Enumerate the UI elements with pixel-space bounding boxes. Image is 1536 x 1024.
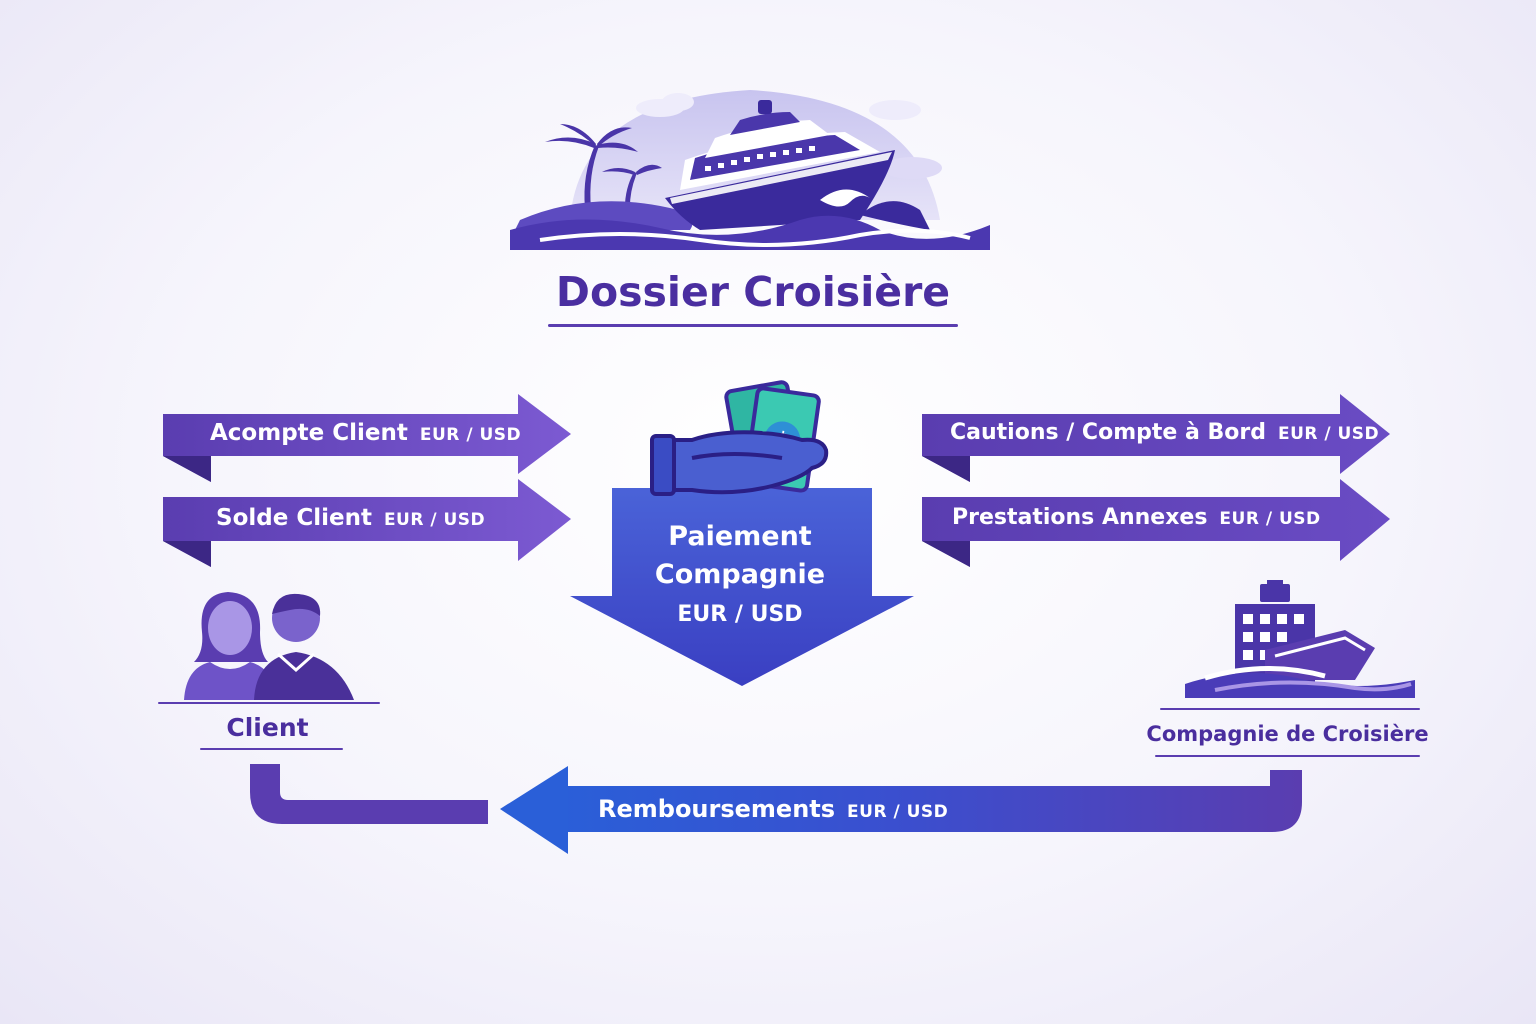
prestations-currency: EUR / USD [1219, 509, 1321, 529]
remboursements-arrow [250, 764, 1302, 854]
client-bottom-rule [200, 748, 343, 750]
payment-down-arrow [570, 488, 914, 686]
solde-client-arrow [163, 479, 571, 567]
company-label: Compagnie de Croisière [1146, 722, 1429, 746]
remboursements-label: Remboursements EUR / USD [598, 795, 948, 823]
cautions-arrow [922, 394, 1390, 482]
solde-client-label: Solde Client EUR / USD [216, 505, 485, 531]
acompte-client-currency: EUR / USD [419, 425, 522, 445]
remboursements-currency: EUR / USD [847, 802, 949, 822]
payment-title-line2: Compagnie [654, 559, 826, 590]
prestations-label: Prestations Annexes EUR / USD [952, 505, 1321, 530]
page-title: Dossier Croisière [555, 268, 951, 316]
remboursements-text: Remboursements [598, 795, 836, 823]
company-top-rule [1160, 708, 1420, 710]
acompte-client-label: Acompte Client EUR / USD [210, 420, 521, 446]
company-bottom-rule [1155, 755, 1420, 757]
prestations-arrow [922, 479, 1390, 567]
client-top-rule [158, 702, 380, 704]
solde-client-text: Solde Client [216, 505, 372, 531]
cautions-currency: EUR / USD [1277, 424, 1380, 444]
client-label: Client [226, 713, 309, 742]
payment-currency: EUR / USD [677, 602, 803, 627]
cruise-ship-icon [1185, 580, 1415, 698]
acompte-client-text: Acompte Client [210, 420, 408, 446]
solde-client-currency: EUR / USD [383, 510, 486, 530]
acompte-client-arrow [163, 394, 571, 482]
two-people-icon [184, 592, 354, 700]
cruise-ship-island-icon [510, 90, 990, 250]
cautions-label: Cautions / Compte à Bord EUR / USD [950, 420, 1379, 445]
payment-title-line1: Paiement [668, 521, 812, 552]
hand-money-icon: $ [650, 380, 829, 496]
title-underline [548, 324, 958, 327]
cautions-text: Cautions / Compte à Bord [950, 420, 1266, 445]
prestations-text: Prestations Annexes [952, 505, 1208, 530]
